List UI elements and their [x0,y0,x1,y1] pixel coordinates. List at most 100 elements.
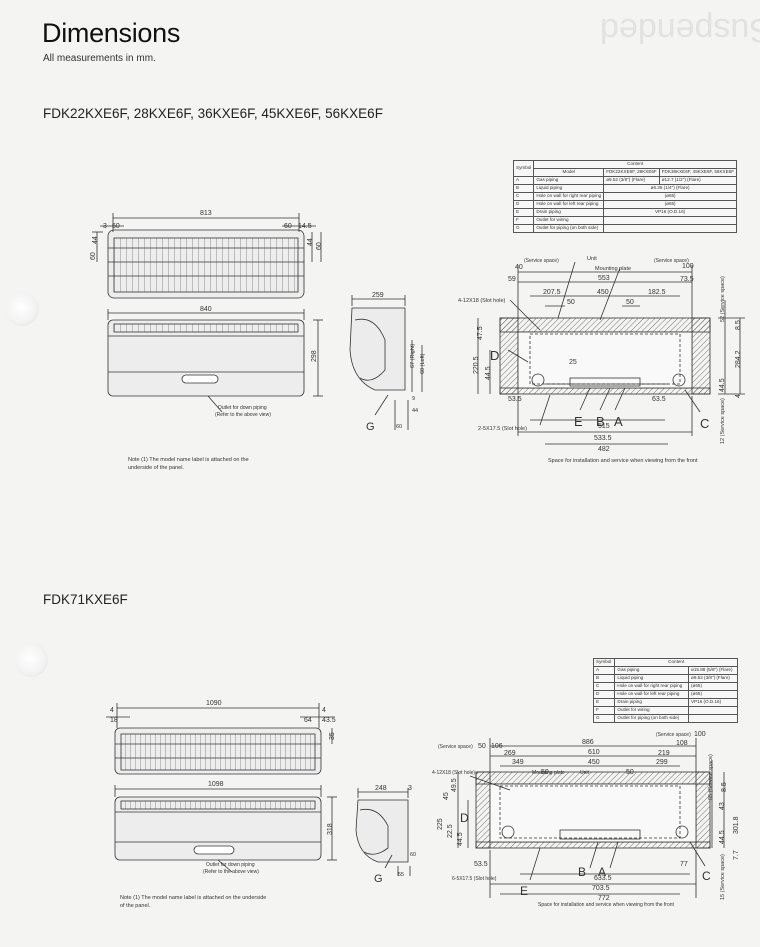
dim-label: 225 [437,818,444,830]
dim-label: 633.5 [594,875,612,882]
space-label: Space for installation and service when … [548,458,698,464]
dim-label: 1098 [208,781,224,788]
page-subtitle: All measurements in mm. [43,53,156,64]
dim-label: (Service space) [656,732,691,738]
dim-label: 44.5 [457,832,464,846]
letter-a: A [598,865,606,879]
dim-label: 533.5 [594,435,612,442]
section1-title: FDK22KXE6F, 28KXE6F, 36KXE6F, 45KXE6F, 5… [43,106,383,121]
dim-label: 207.5 [543,289,561,296]
dim-label: 44.5 [719,830,726,844]
dim-label: 65 (Service space) [708,754,714,800]
dim-label: 269 [504,750,516,757]
dim-label: Unit [580,770,590,776]
dim-label: 4 [735,394,742,398]
dim-label: 60 [410,852,416,858]
dim-label: 8.5 [721,782,728,792]
letter-d: D [490,348,499,363]
dim-label: 220.5 [473,356,480,374]
dim-label: 47.5 [477,326,484,340]
dim-label: 4-12X18 (Slot hole) [458,298,506,304]
dim-label: 44.5 [485,366,492,380]
outlet-sub: (Refer to the above view) [215,412,271,418]
dim-label: 52 (Service space) [720,276,726,322]
dim-label: 50 [478,743,486,750]
dim-label: 43.5 [322,717,336,724]
letter-c: C [702,869,711,883]
dim-label: 60 [396,424,402,430]
dim-label: 43 [719,802,726,810]
dim-label: 22.5 [447,824,454,838]
dim-label: 60 [284,223,292,230]
dim-label: 18 [110,717,118,724]
dim-label: 4 [322,707,326,714]
letter-g: G [374,873,383,885]
letter-d: D [460,811,469,825]
dim-label: 219 [658,750,670,757]
dim-label: 450 [588,759,600,766]
binder-hole-bottom [14,643,48,677]
dim-label: 2-5X17.5 (Slot hole) [478,426,527,432]
dim-label: 108 [676,740,688,747]
dim-label: 3 [103,223,107,230]
outlet-sub: (Refer to the above view) [203,869,259,875]
outlet-label: Outlet for down piping [206,862,255,868]
section2-top-view [106,703,335,775]
dim-label: 482 [598,446,610,453]
dim-label: 772 [598,895,610,902]
letter-g: G [366,421,375,433]
dim-label: 7.7 [733,850,740,860]
dim-label: 60 [112,223,120,230]
section2-install-view [457,738,725,898]
dim-label: 50 [626,299,634,306]
dim-label: 450 [597,289,609,296]
letter-e: E [574,414,583,429]
dim-label: (Service space) [438,744,473,750]
dim-label: 40 [515,264,523,271]
letter-b: B [596,414,605,429]
dim-label: 44.5 [719,378,726,392]
section1-install-view [477,261,745,445]
section2-front-view [114,785,337,873]
section2-title: FDK71KXE6F [43,592,128,607]
dim-label: 53.5 [474,861,488,868]
dim-label: Mounting plate [532,770,565,776]
dim-label: 77 [680,861,688,868]
section1-front-view [107,309,323,413]
dim-label: 15 (Service space) [720,854,726,900]
letter-e: E [520,884,528,898]
letter-b: B [578,865,586,879]
dim-label: 610 [588,749,600,756]
dim-label: 59 [508,276,516,283]
dim-label: 840 [200,306,212,313]
page-title: Dimensions [42,18,181,48]
dim-label: 63.5 [652,396,666,403]
dim-label: Mounting plate [595,266,631,272]
dim-label: 259 [372,292,384,299]
dim-label: 4 [110,707,114,714]
dim-label: 298 [311,350,318,362]
dim-label: 50 [567,299,575,306]
dim-label: 25 [569,359,577,366]
dim-label: 349 [512,759,524,766]
dim-label: 64 [304,717,312,724]
dim-label: 553 [598,275,610,282]
outlet-label: Outlet for down piping [218,405,267,411]
dim-label: 53.5 [508,396,522,403]
dim-label: 60 (Left) [420,353,426,374]
dim-label: 284.2 [735,350,742,368]
section2-note: Note (1) The model name label is attache… [120,895,267,909]
dim-label: 67 (Right) [410,344,416,368]
binder-hole-top [5,292,39,326]
section1-top-view [92,213,322,299]
dim-label: 100 [682,263,694,270]
dim-label: 4-12X18 (Slot hole) [432,770,475,776]
dim-label: 44 [412,408,418,414]
dim-label: 182.5 [648,289,666,296]
dim-label: 73.5 [680,276,694,283]
